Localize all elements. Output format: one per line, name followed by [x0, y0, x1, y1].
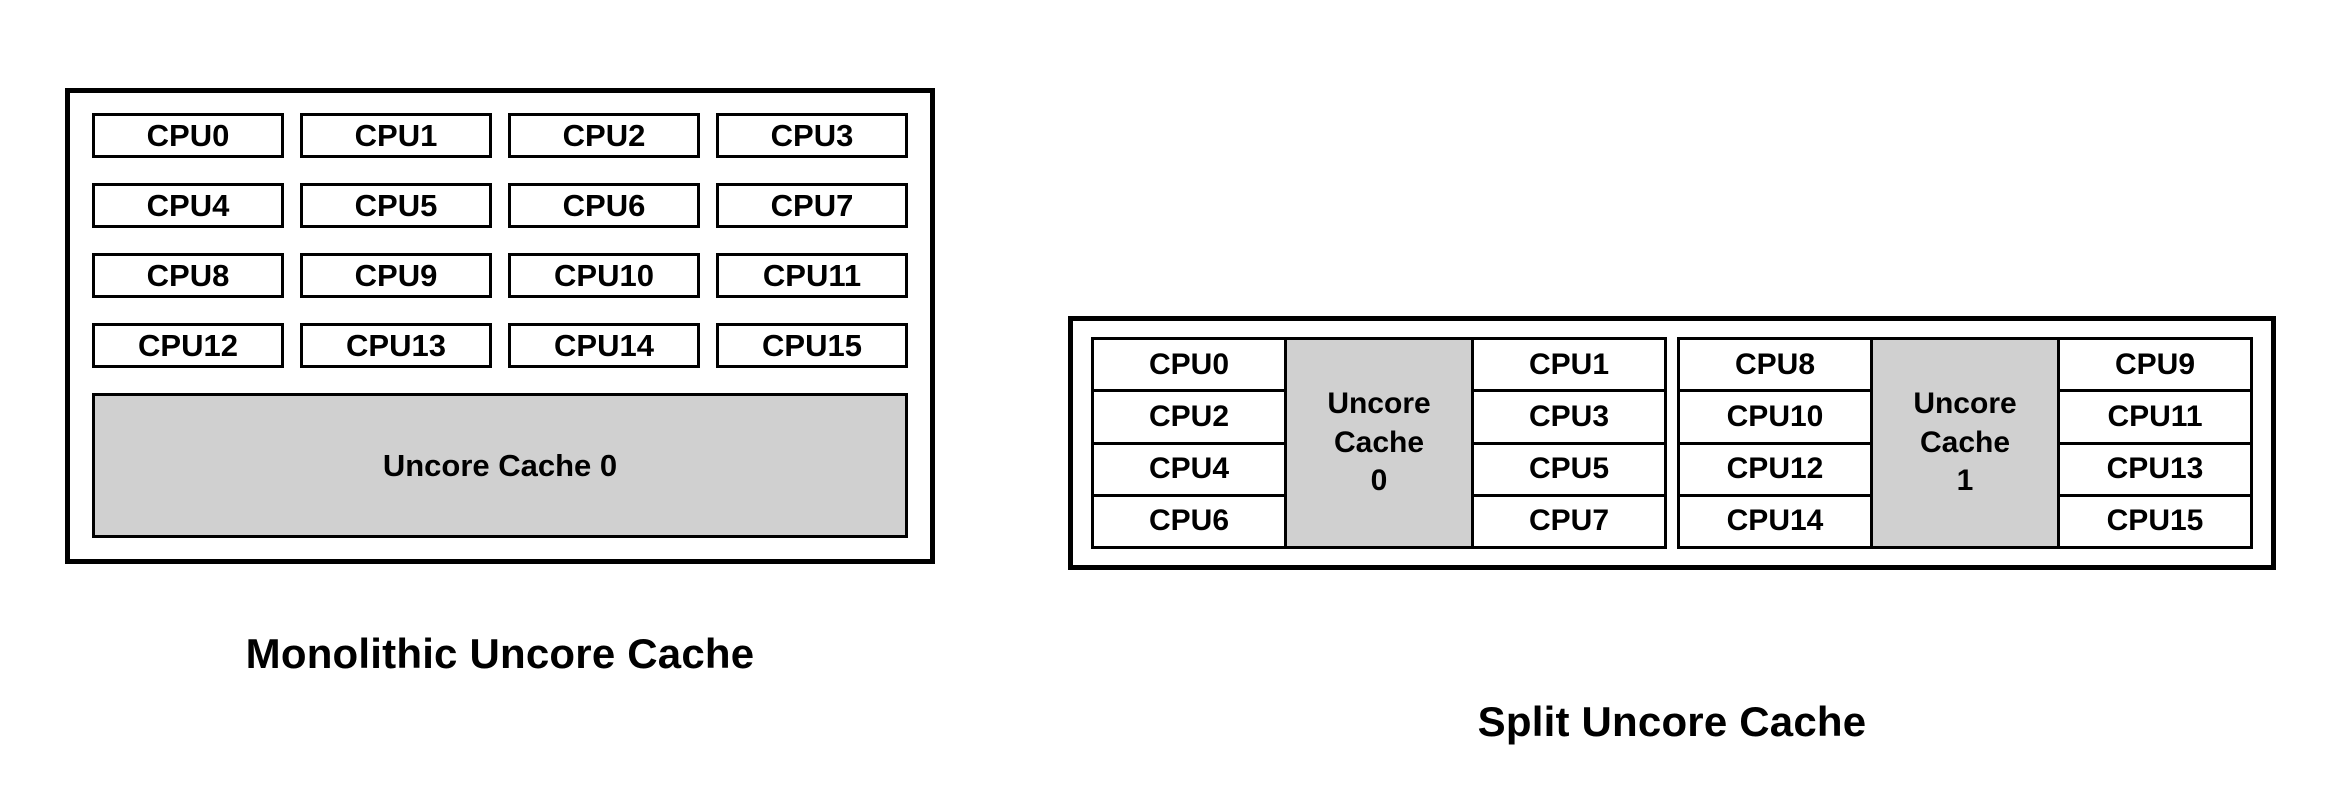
cpu-cell: CPU3: [1474, 392, 1664, 445]
uncore-cache-label-line1: Uncore: [1913, 387, 2017, 421]
uncore-cache-label-line2: Cache: [1919, 425, 2011, 459]
cpu-cell: CPU10: [1680, 392, 1870, 445]
cpu-box: CPU10: [508, 253, 700, 298]
split-group-0-left-column: CPU0 CPU2 CPU4 CPU6: [1094, 340, 1284, 546]
uncore-cache-block-1: Uncore Cache 1: [1870, 340, 2060, 546]
cpu-cell: CPU1: [1474, 340, 1664, 393]
cpu-box: CPU9: [300, 253, 492, 298]
cpu-cell: CPU2: [1094, 392, 1284, 445]
figure-split-uncore-cache: CPU0 CPU2 CPU4 CPU6 Uncore Cache 0 CPU1 …: [1068, 316, 2276, 746]
figure-caption-monolithic: Monolithic Uncore Cache: [245, 630, 755, 677]
cpu-box: CPU1: [300, 113, 492, 158]
split-group-1: CPU8 CPU10 CPU12 CPU14 Uncore Cache 1 CP…: [1677, 337, 2253, 549]
figure-monolithic-uncore-cache: CPU0 CPU1 CPU2 CPU3 CPU4 CPU5 CPU6 CPU7 …: [65, 88, 935, 678]
cpu-box: CPU12: [92, 323, 284, 368]
cpu-box: CPU4: [92, 183, 284, 228]
monolithic-cpu-grid: CPU0 CPU1 CPU2 CPU3 CPU4 CPU5 CPU6 CPU7 …: [92, 113, 908, 368]
cpu-cell: CPU13: [2060, 444, 2250, 497]
split-package-outline: CPU0 CPU2 CPU4 CPU6 Uncore Cache 0 CPU1 …: [1068, 316, 2276, 570]
uncore-cache-label-line3: 0: [1370, 464, 1388, 498]
uncore-cache-block: Uncore Cache 0: [92, 393, 908, 538]
uncore-cache-block-0: Uncore Cache 0: [1284, 340, 1474, 546]
cpu-box: CPU5: [300, 183, 492, 228]
figure-caption-split: Split Uncore Cache: [1477, 698, 1867, 745]
cpu-box: CPU2: [508, 113, 700, 158]
cpu-cell: CPU4: [1094, 444, 1284, 497]
cpu-cell: CPU14: [1680, 496, 1870, 546]
cpu-cell: CPU12: [1680, 444, 1870, 497]
cpu-box: CPU0: [92, 113, 284, 158]
cpu-box: CPU8: [92, 253, 284, 298]
cpu-box: CPU3: [716, 113, 908, 158]
cpu-cell: CPU0: [1094, 340, 1284, 393]
cpu-box: CPU13: [300, 323, 492, 368]
cpu-cell: CPU6: [1094, 496, 1284, 546]
cpu-box: CPU11: [716, 253, 908, 298]
cpu-cell: CPU15: [2060, 496, 2250, 546]
cpu-box: CPU7: [716, 183, 908, 228]
cpu-box: CPU6: [508, 183, 700, 228]
cpu-box: CPU15: [716, 323, 908, 368]
cpu-cell: CPU8: [1680, 340, 1870, 393]
cpu-cell: CPU5: [1474, 444, 1664, 497]
monolithic-package-outline: CPU0 CPU1 CPU2 CPU3 CPU4 CPU5 CPU6 CPU7 …: [65, 88, 935, 564]
cpu-cell: CPU9: [2060, 340, 2250, 393]
cpu-cell: CPU7: [1474, 496, 1664, 546]
cpu-cell: CPU11: [2060, 392, 2250, 445]
split-group-0-right-column: CPU1 CPU3 CPU5 CPU7: [1474, 340, 1664, 546]
cpu-box: CPU14: [508, 323, 700, 368]
uncore-cache-label-line1: Uncore: [1327, 387, 1431, 421]
uncore-cache-label-line3: 1: [1956, 464, 1974, 498]
split-group-1-right-column: CPU9 CPU11 CPU13 CPU15: [2060, 340, 2250, 546]
split-group-1-left-column: CPU8 CPU10 CPU12 CPU14: [1680, 340, 1870, 546]
split-group-0: CPU0 CPU2 CPU4 CPU6 Uncore Cache 0 CPU1 …: [1091, 337, 1667, 549]
uncore-cache-label-line2: Cache: [1333, 425, 1425, 459]
